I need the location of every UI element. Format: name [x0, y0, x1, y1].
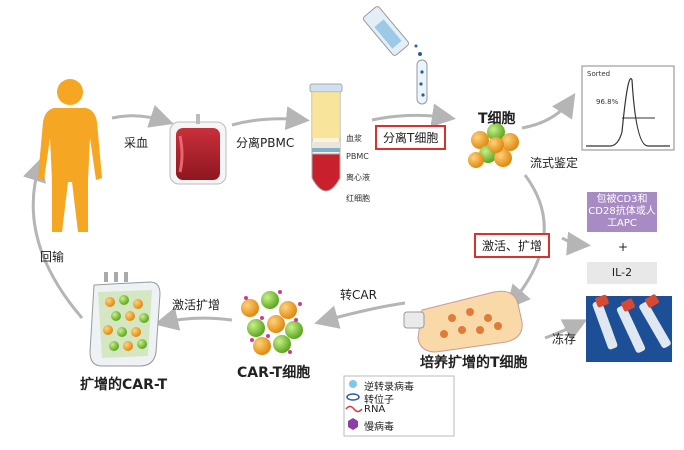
car-t-cells-label: CAR-T细胞 — [237, 365, 311, 381]
antibody-coating-box: 包被CD3和CD28抗体或人工APC — [587, 192, 657, 232]
flow-plot-title: Sorted — [587, 70, 611, 78]
legend-rna: RNA — [364, 404, 386, 415]
step-activate-expand-2: 激活扩增 — [172, 298, 221, 312]
step-activate-expand: 激活、扩增 — [474, 233, 551, 258]
layer-pbmc: PBMC — [346, 152, 369, 161]
layer-plasma: 血浆 — [346, 134, 362, 143]
retrovirus-icon — [349, 380, 357, 388]
step-flow-identification: 流式鉴定 — [530, 156, 579, 170]
pipette — [362, 6, 428, 105]
centrifuge-tube — [309, 83, 343, 192]
culture-flask — [403, 290, 523, 353]
flow-plot-percent: 96.8% — [596, 98, 619, 106]
step-separate-pbmc: 分离PBMC — [236, 136, 295, 150]
patient-figure — [38, 79, 102, 232]
step-reinfusion: 回输 — [40, 250, 65, 264]
step-cryopreserve: 冻存 — [552, 332, 577, 346]
legend-retrovirus: 逆转录病毒 — [364, 382, 414, 393]
legend-lentivirus: 慢病毒 — [364, 422, 394, 433]
flow-cytometry-plot — [581, 65, 675, 151]
transposon-icon — [346, 393, 360, 401]
car-t-infusion-bag — [89, 272, 161, 367]
cultured-t-cells-label: 培养扩增的T细胞 — [420, 355, 528, 371]
layer-red-cells: 红细胞 — [346, 194, 370, 203]
t-cells-label: T细胞 — [478, 111, 516, 127]
plus-sign: + — [618, 240, 629, 254]
car-t-cells — [241, 290, 303, 355]
t-cell-cluster — [468, 123, 519, 168]
layer-centrifuge-fluid: 离心液 — [346, 173, 370, 182]
legend-transposon: 转位子 — [364, 395, 394, 406]
il2-box: IL-2 — [587, 262, 657, 284]
blood-bag — [169, 114, 227, 185]
step-blood-collection: 采血 — [124, 136, 149, 150]
cryo-vials — [586, 294, 672, 362]
lentivirus-icon — [348, 418, 358, 430]
step-transduce-car: 转CAR — [340, 288, 377, 302]
rna-icon — [345, 405, 363, 413]
expanded-car-t-label: 扩增的CAR-T — [80, 377, 168, 393]
legend-box — [343, 375, 455, 437]
step-separate-t-cells: 分离T细胞 — [375, 125, 447, 150]
